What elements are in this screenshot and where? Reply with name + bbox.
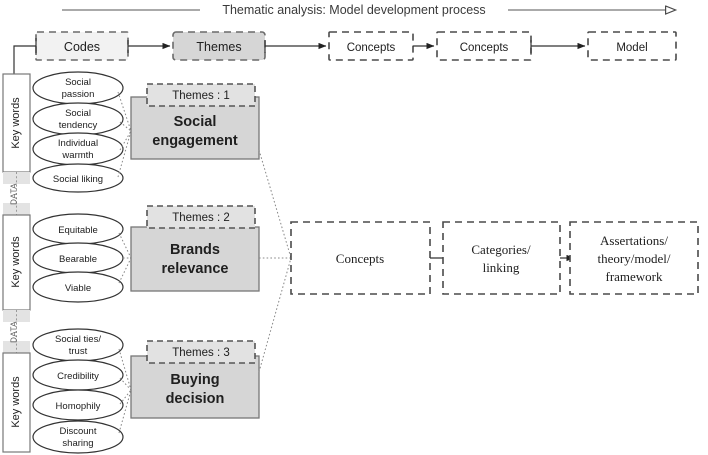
pipeline-label-themes: Themes — [196, 40, 241, 54]
theme-tag-box-1[interactable] — [146, 83, 256, 107]
keyword-individual-warmth-line2: warmth — [61, 150, 93, 161]
left-rail: Key words DATA Key words DATA Key words — [2, 73, 31, 453]
keyword-homophily-label: Homophily — [56, 401, 101, 412]
link-kw-to-theme-1d — [117, 130, 132, 178]
pipeline-box-concepts-2[interactable] — [436, 31, 532, 61]
keyword-viable-label: Viable — [65, 283, 91, 294]
keyword-social-passion-line1: Social — [65, 77, 91, 88]
theme-tag-label-2: Themes : 2 — [172, 212, 230, 224]
theme-label-social-line1: Social — [174, 114, 217, 130]
figure-title-group: Thematic analysis: Model development pro… — [62, 3, 676, 17]
rail-data-label-1: DATA — [10, 183, 19, 205]
keyword-social-tendency-line1: Social — [65, 108, 91, 119]
rail-keywords-label-3: Key words — [10, 376, 22, 428]
theme-box-social-engagement[interactable] — [130, 96, 260, 160]
keyword-credibility-label: Credibility — [57, 371, 99, 382]
rail-data-label-2: DATA — [10, 321, 19, 343]
pipeline-label-codes: Codes — [64, 40, 100, 54]
pipeline-label-model: Model — [616, 42, 647, 54]
outcome-label-categories-line1: Categories/ — [471, 242, 531, 257]
keyword-social-ties-line1: Social ties/ — [55, 334, 101, 345]
theme-box-brands-relevance[interactable] — [130, 226, 260, 292]
keyword-ellipse-social-liking[interactable] — [32, 163, 124, 193]
keyword-ellipse-discount-sharing[interactable] — [32, 420, 124, 454]
link-kw-to-theme-3c — [119, 389, 132, 405]
theme-to-concepts-links — [258, 149, 292, 373]
link-theme1-to-concepts — [258, 149, 292, 259]
link-kw-to-theme-1b — [119, 121, 132, 132]
keyword-social-passion-line2: passion — [62, 89, 95, 100]
rail-keywords-label-2: Key words — [10, 236, 22, 288]
figure-title: Thematic analysis: Model development pro… — [222, 3, 485, 17]
keyword-discount-line2: sharing — [62, 438, 93, 449]
outcome-label-categories-line2: linking — [483, 260, 520, 275]
keyword-social-tendency-line2: tendency — [59, 120, 98, 131]
link-kw-to-theme-2a — [118, 232, 132, 259]
theme-tag-box-2[interactable] — [146, 205, 256, 229]
rail-data-cap-1b — [3, 203, 30, 215]
keyword-social-ties-line2: trust — [69, 346, 88, 357]
keyword-ellipse-viable[interactable] — [32, 271, 124, 303]
outcome-label-concepts: Concepts — [336, 251, 384, 266]
link-theme3-to-concepts — [258, 257, 292, 373]
outcome-box-categories[interactable] — [442, 221, 561, 295]
theme-label-social-line2: engagement — [152, 133, 238, 149]
theme-label-buying-line1: Buying — [170, 372, 219, 388]
theme-box-buying-decision[interactable] — [130, 355, 260, 419]
keyword-equitable-label: Equitable — [58, 225, 98, 236]
outcome-box-concepts[interactable] — [290, 221, 431, 295]
keyword-individual-warmth-line1: Individual — [58, 138, 98, 149]
pipeline-box-model[interactable] — [587, 31, 677, 61]
keyword-social-liking-line1: Social liking — [53, 174, 103, 185]
group-1: Social passion Social tendency Individua… — [32, 71, 260, 193]
link-kw-to-theme-3a — [118, 348, 132, 391]
group-2: Equitable Bearable Viable Brands relevan… — [32, 205, 260, 303]
elbow-codes-to-keywords-rail — [13, 45, 36, 76]
link-kw-to-theme-2c — [118, 257, 132, 284]
outcome-box-assertations[interactable] — [569, 221, 699, 295]
rail-keywords-box-1 — [2, 73, 31, 173]
pipeline-label-concepts-1: Concepts — [347, 42, 396, 54]
theme-label-brands-line2: relevance — [162, 261, 229, 277]
keyword-bearable-label: Bearable — [59, 254, 97, 265]
pipeline-box-codes[interactable] — [35, 31, 129, 61]
rail-keywords-box-2 — [2, 214, 31, 311]
theme-label-brands-line1: Brands — [170, 242, 220, 258]
theme-tag-box-3[interactable] — [146, 340, 256, 364]
theme-tag-label-3: Themes : 3 — [172, 347, 230, 359]
link-kw-to-theme-1a — [117, 91, 132, 132]
keyword-ellipse-homophily[interactable] — [32, 389, 124, 421]
outcome-chain: Concepts Categories/ linking Assertation… — [290, 221, 699, 295]
rail-keywords-label-1: Key words — [10, 97, 22, 149]
link-kw-to-theme-3d — [118, 389, 132, 434]
pipeline-label-concepts-2: Concepts — [460, 42, 509, 54]
theme-label-buying-line2: decision — [166, 391, 225, 407]
outcome-label-assertations-line1: Assertations/ — [600, 233, 668, 248]
outcome-label-assertations-line2: theory/model/ — [598, 251, 671, 266]
pipeline-row: Codes Themes Concepts Concepts Model — [13, 31, 677, 76]
keyword-discount-line1: Discount — [60, 426, 97, 437]
link-kw-to-theme-3b — [119, 377, 132, 391]
rail-data-cap-2b — [3, 341, 30, 353]
outcome-label-assertations-line3: framework — [605, 269, 663, 284]
rail-keywords-box-3 — [2, 352, 31, 453]
group-3: Social ties/ trust Credibility Homophily… — [32, 328, 260, 454]
theme-tag-label-1: Themes : 1 — [172, 90, 230, 102]
